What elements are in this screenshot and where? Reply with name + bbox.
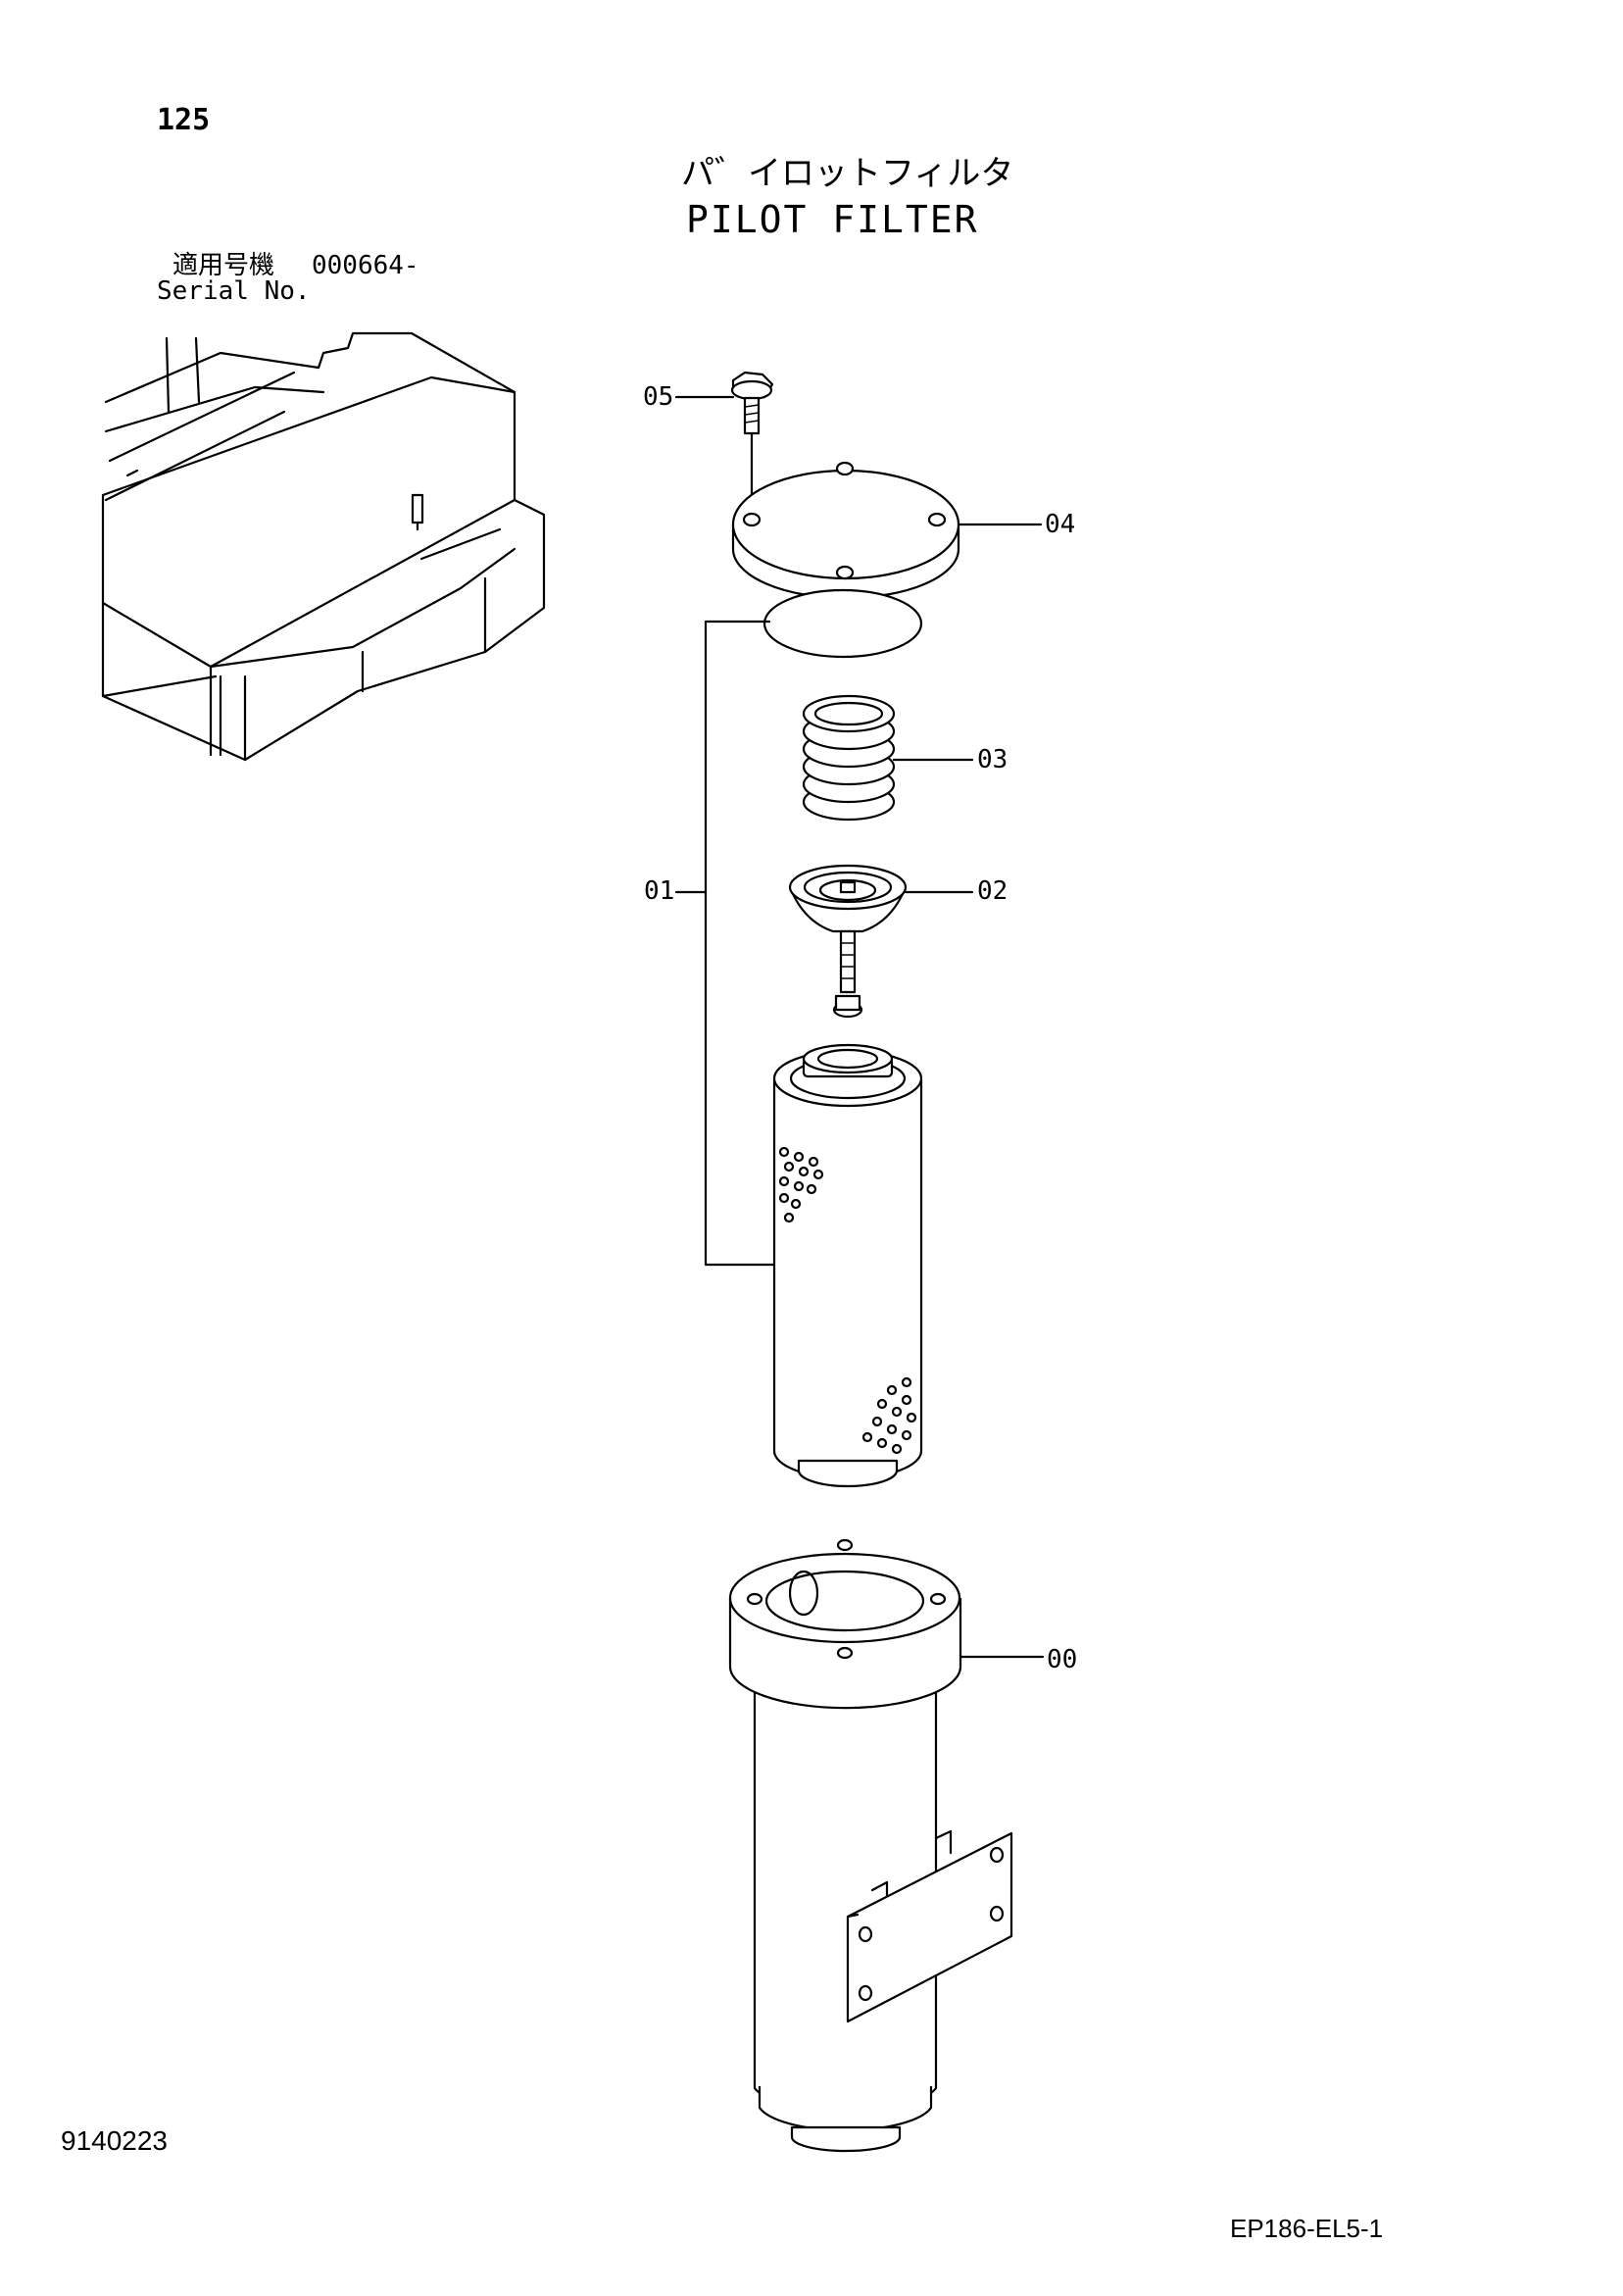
serial-label: Serial No. [157,276,311,306]
document-number: 9140223 [61,2125,169,2156]
spring-icon [802,694,896,822]
bolt-icon [730,371,774,514]
o-ring-icon [762,588,923,659]
cover-plate-icon [731,461,960,600]
callout-01: 01 [644,876,675,906]
page-number: 125 [157,103,211,137]
callout-leaders [674,395,1045,1659]
title-japanese: パ゛イロットフィルタ [681,154,1014,193]
callout-00: 00 [1047,1645,1078,1674]
callout-05: 05 [643,382,674,412]
callout-04: 04 [1045,510,1076,539]
callout-02: 02 [977,876,1008,906]
valve-icon [788,864,908,1019]
filter-housing-icon [728,1538,1013,2153]
serial-label-japanese: 適用号機 [172,251,275,280]
machine-cover-location-icon [101,331,546,762]
filter-element-icon [772,1043,923,1488]
page-title: PILOT FILTER [686,198,979,241]
serial-number-value: 000664- [312,251,419,280]
drawing-code: EP186-EL5-1 [1230,2214,1384,2243]
callout-03: 03 [977,745,1008,774]
